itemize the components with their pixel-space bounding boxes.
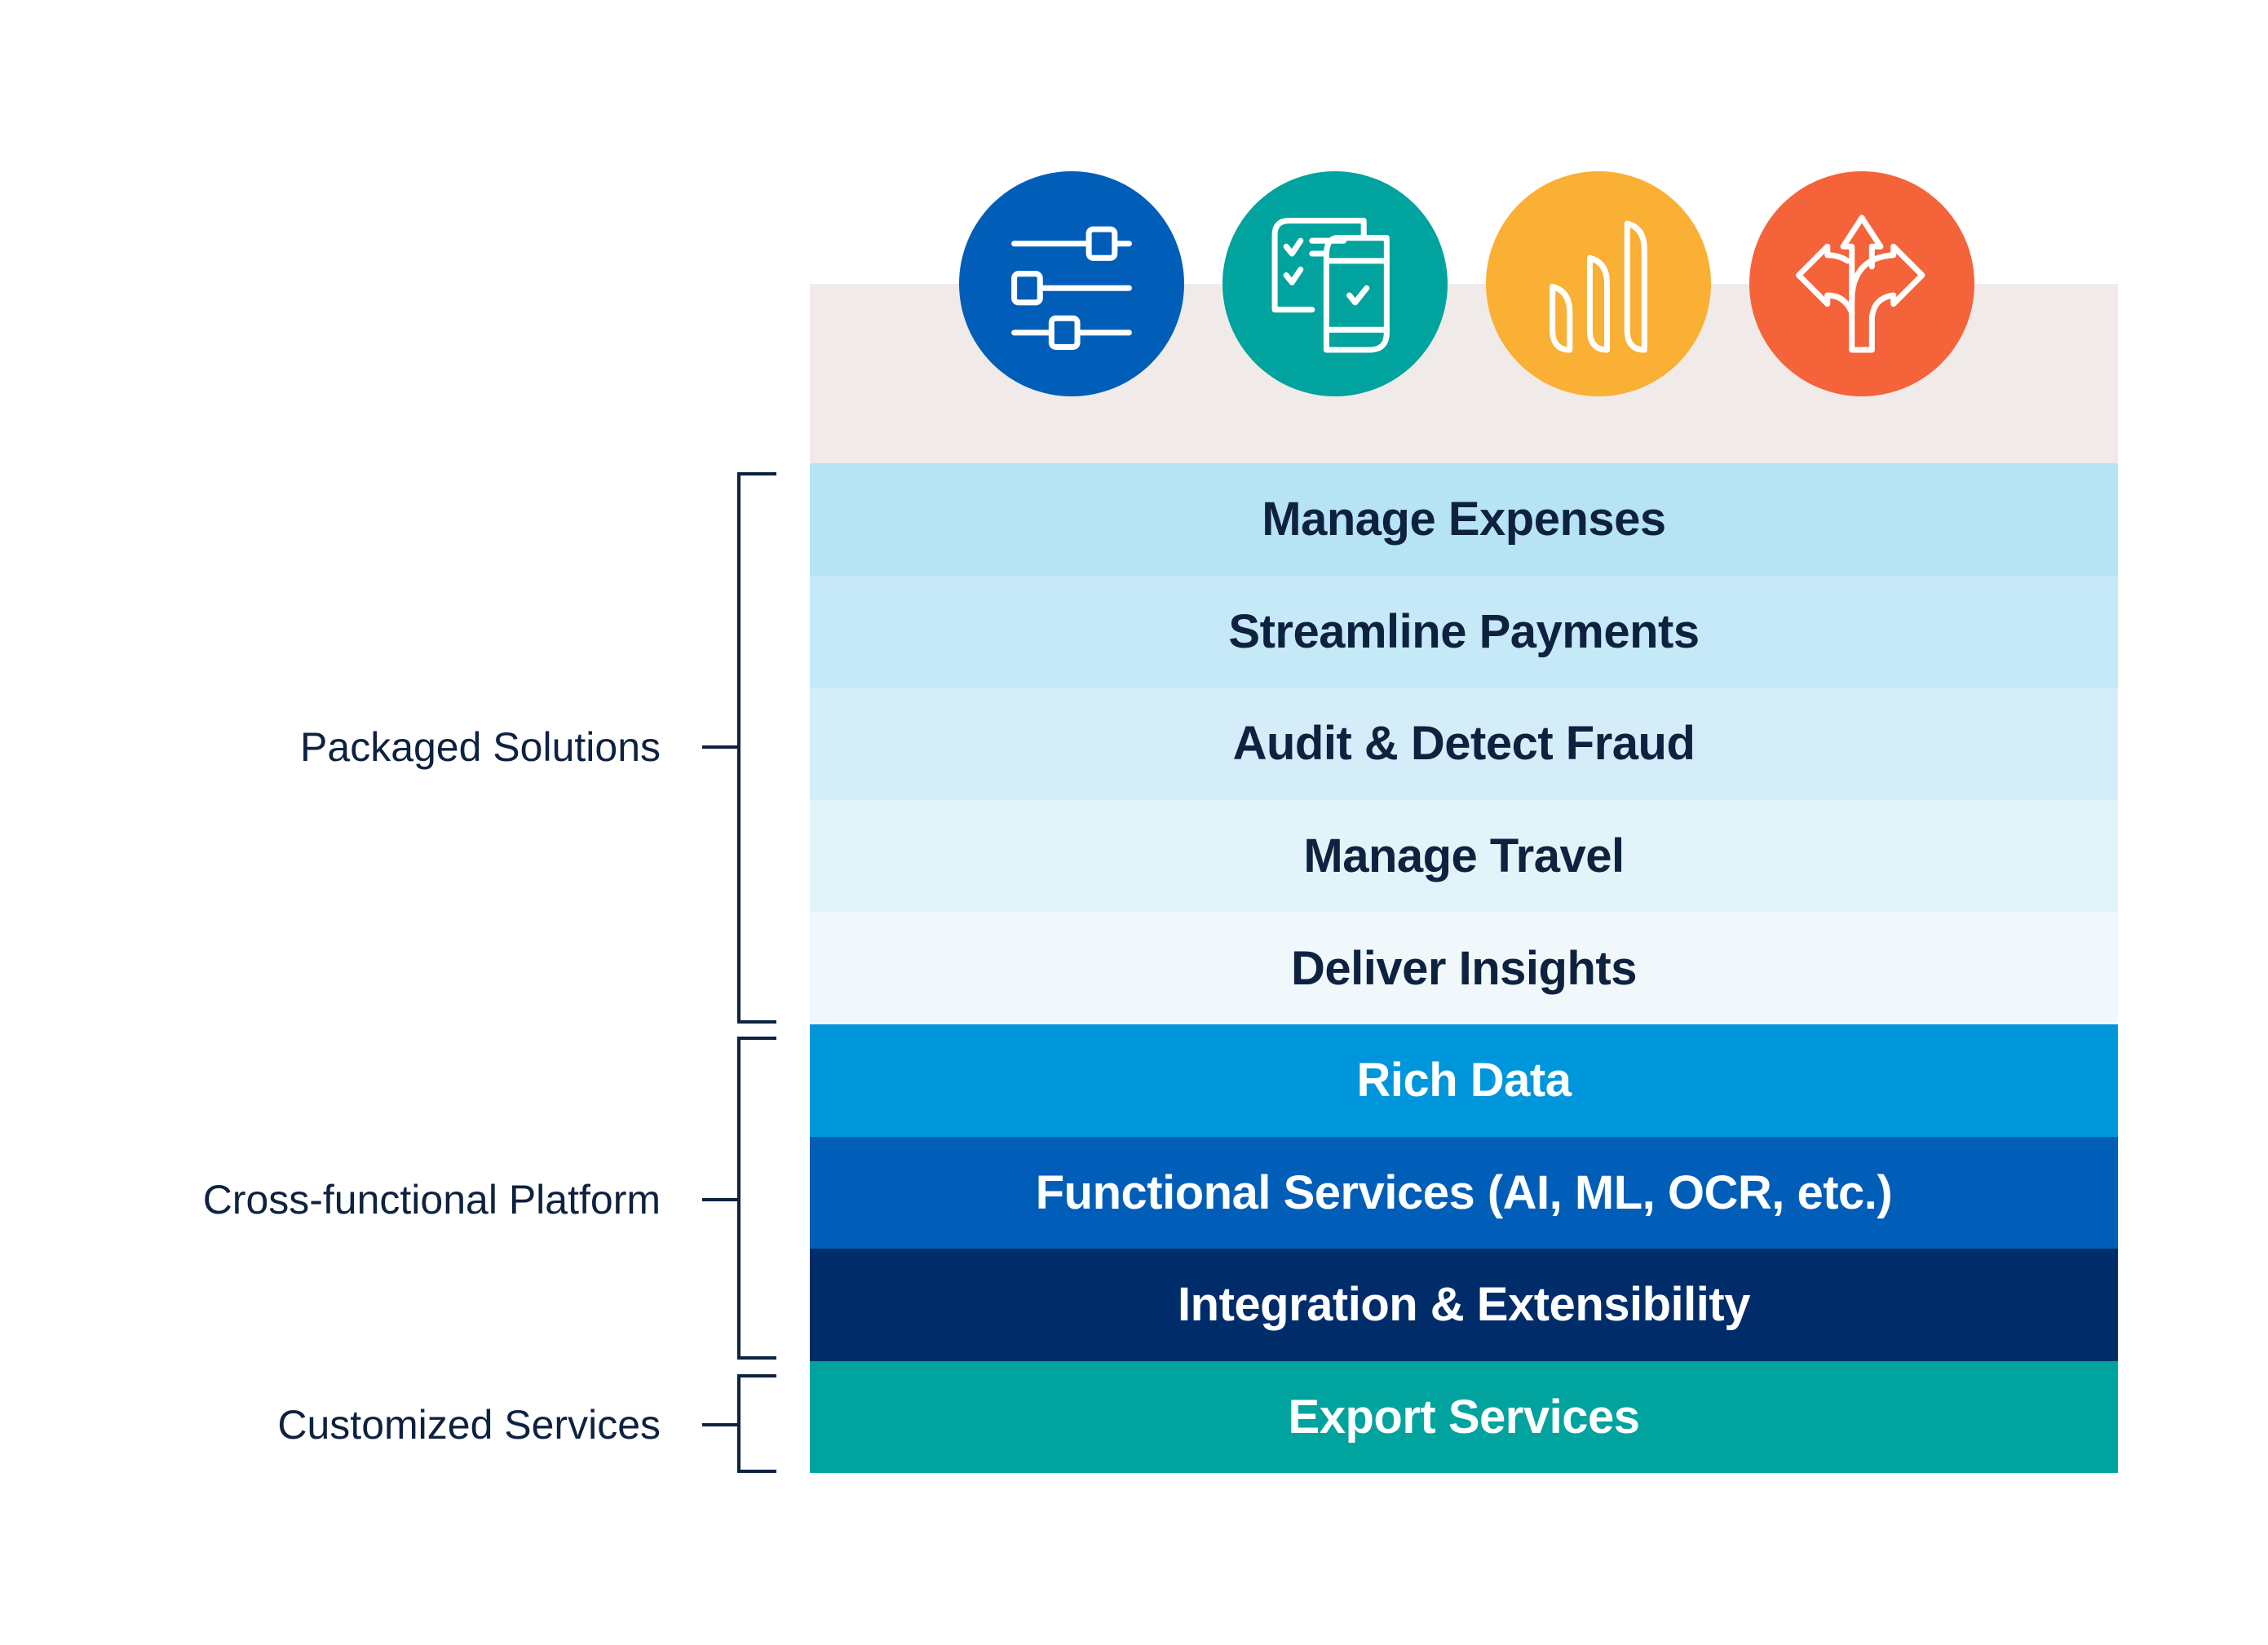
- checklist-mobile-icon-circle: [1222, 171, 1448, 396]
- layer-deliver-insights: Deliver Insights: [810, 912, 2118, 1024]
- layer-label: Streamline Payments: [1228, 604, 1700, 658]
- layer-export-services: Export Services: [810, 1360, 2118, 1474]
- layer-integration-extensibility: Integration & Extensibility: [810, 1249, 2118, 1361]
- layer-label: Manage Travel: [1303, 829, 1625, 883]
- layer-functional-services-ai-ml-ocr-etc: Functional Services (AI, ML, OCR, etc.): [810, 1136, 2118, 1249]
- layer-label: Integration & Extensibility: [1178, 1278, 1750, 1332]
- decision-arrows-icon-circle: [1749, 171, 1974, 396]
- bracket-customized-services: [737, 1374, 776, 1473]
- layer-label: Deliver Insights: [1291, 941, 1637, 995]
- group-label-cross-functional-platform: Cross-functional Platform: [202, 1177, 661, 1223]
- layer-rich-data: Rich Data: [810, 1024, 2118, 1137]
- layer-label: Rich Data: [1356, 1054, 1572, 1108]
- layer-label: Functional Services (AI, ML, OCR, etc.): [1035, 1165, 1893, 1219]
- layer-label: Export Services: [1288, 1391, 1640, 1444]
- layer-label: Manage Expenses: [1262, 493, 1666, 546]
- bracket-packaged-solutions: [737, 472, 776, 1024]
- sliders-icon: [1011, 226, 1132, 350]
- bar-chart-icon: [1550, 220, 1647, 353]
- layer-manage-travel: Manage Travel: [810, 799, 2118, 913]
- bar-chart-icon-circle: [1486, 171, 1711, 396]
- layer-audit-detect-fraud: Audit & Detect Fraud: [810, 688, 2118, 800]
- layer-manage-expenses: Manage Expenses: [810, 463, 2118, 576]
- bracket-stub: [702, 1423, 739, 1426]
- checklist-mobile-icon: [1271, 218, 1390, 353]
- decision-arrows-icon: [1796, 214, 1925, 353]
- layer-label: Audit & Detect Fraud: [1232, 717, 1695, 771]
- layer-streamline-payments: Streamline Payments: [810, 575, 2118, 688]
- bracket-cross-functional-platform: [737, 1037, 776, 1360]
- group-label-packaged-solutions: Packaged Solutions: [300, 724, 661, 770]
- bracket-stub: [702, 1198, 739, 1201]
- bracket-stub: [702, 745, 739, 749]
- sliders-icon-circle: [959, 171, 1184, 396]
- group-label-customized-services: Customized Services: [277, 1402, 661, 1448]
